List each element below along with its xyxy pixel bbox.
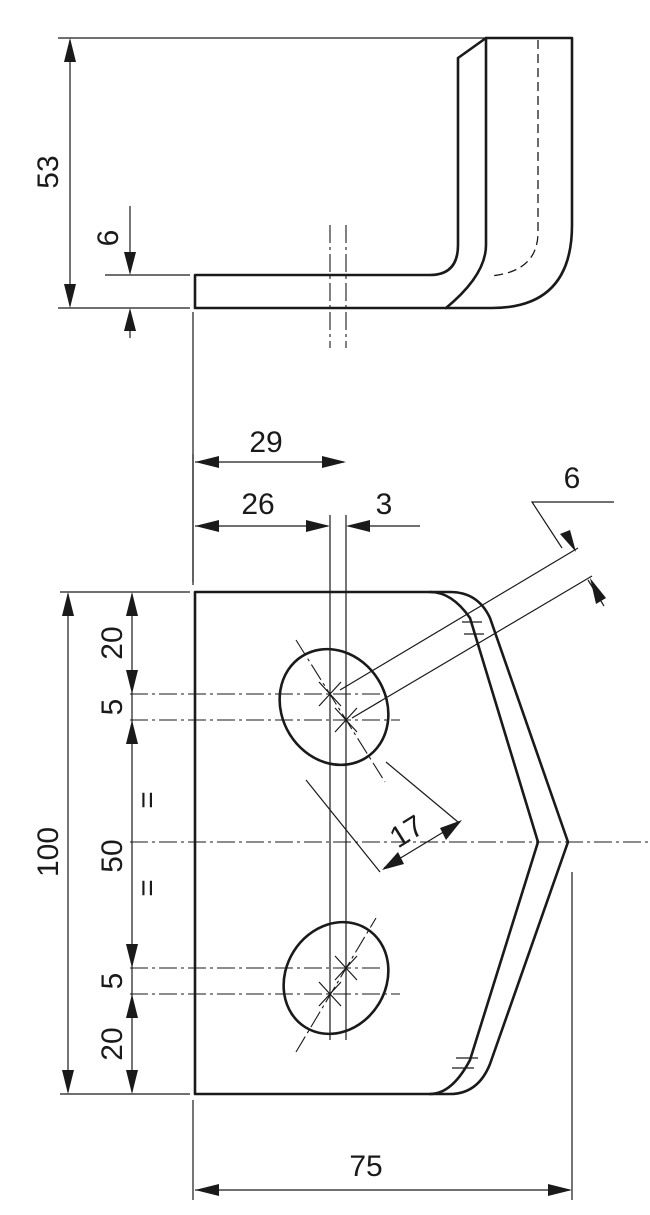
slot-centre-cross <box>334 707 358 733</box>
arrowhead <box>126 994 138 1018</box>
extension-line-slot-width <box>339 547 579 691</box>
dimension-label-5-bottom: 5 <box>96 973 129 990</box>
arrowhead <box>126 592 138 616</box>
arrowhead <box>195 520 219 532</box>
slot-hole-upper <box>278 647 390 767</box>
arrowhead <box>195 456 219 468</box>
dimension-label-3: 3 <box>376 488 393 521</box>
slot-hole-lower <box>282 920 390 1036</box>
dimension-label-20-top: 20 <box>96 626 129 659</box>
arrowhead <box>195 1184 219 1196</box>
arrowhead <box>62 592 74 616</box>
arrowhead <box>322 456 346 468</box>
dimension-label-29: 29 <box>249 426 282 459</box>
profile-edge-line <box>444 36 488 310</box>
dimension-label-53: 53 <box>32 155 65 188</box>
slot-centre-cross <box>318 981 342 1007</box>
dimension-label-equal-bottom: = <box>131 879 164 897</box>
arrowhead <box>126 944 138 968</box>
slot-axis-diagonal <box>295 917 377 1053</box>
arrowhead <box>560 530 576 552</box>
slot-axis-diagonal <box>295 639 386 783</box>
arrowhead <box>306 520 330 532</box>
dimension-label-5-top: 5 <box>96 699 129 716</box>
dimension-label-6-slot: 6 <box>564 462 581 495</box>
arrowhead <box>124 308 136 331</box>
dimension-label-26: 26 <box>241 488 274 521</box>
leader-line-6 <box>530 501 614 549</box>
slot-centre-cross <box>318 681 342 707</box>
arrowhead <box>126 670 138 694</box>
dimension-label-thickness-6: 6 <box>92 230 125 247</box>
arrowhead <box>62 1070 74 1094</box>
arrowhead <box>64 284 76 308</box>
profile-outline <box>193 36 574 310</box>
arrowhead <box>548 1184 572 1196</box>
front-view: 29 26 3 6 17 20 5 = 50 = <box>32 312 650 1200</box>
dimension-label-100: 100 <box>32 827 65 877</box>
dimension-label-20-bottom: 20 <box>96 1027 129 1060</box>
dimension-label-17: 17 <box>384 809 430 855</box>
arrowhead <box>126 1070 138 1094</box>
arrowhead <box>440 820 462 840</box>
dimension-label-50: 50 <box>96 839 129 872</box>
slot-centre-cross <box>334 955 358 981</box>
profile-hidden-line <box>489 40 539 277</box>
arrowhead <box>382 852 404 870</box>
extension-line-slot-width <box>351 575 593 719</box>
arrowhead <box>346 520 370 532</box>
arrowhead <box>590 578 606 604</box>
arrowhead <box>124 252 136 275</box>
dimension-label-equal-top: = <box>131 791 164 809</box>
dimension-label-75: 75 <box>349 1150 382 1183</box>
arrowhead <box>126 720 138 744</box>
top-view: 53 6 <box>32 36 574 348</box>
arrowhead <box>64 38 76 62</box>
extension-line-17 <box>385 761 459 823</box>
plate-bend-outer <box>428 590 570 1096</box>
extension-line-17 <box>305 779 381 873</box>
